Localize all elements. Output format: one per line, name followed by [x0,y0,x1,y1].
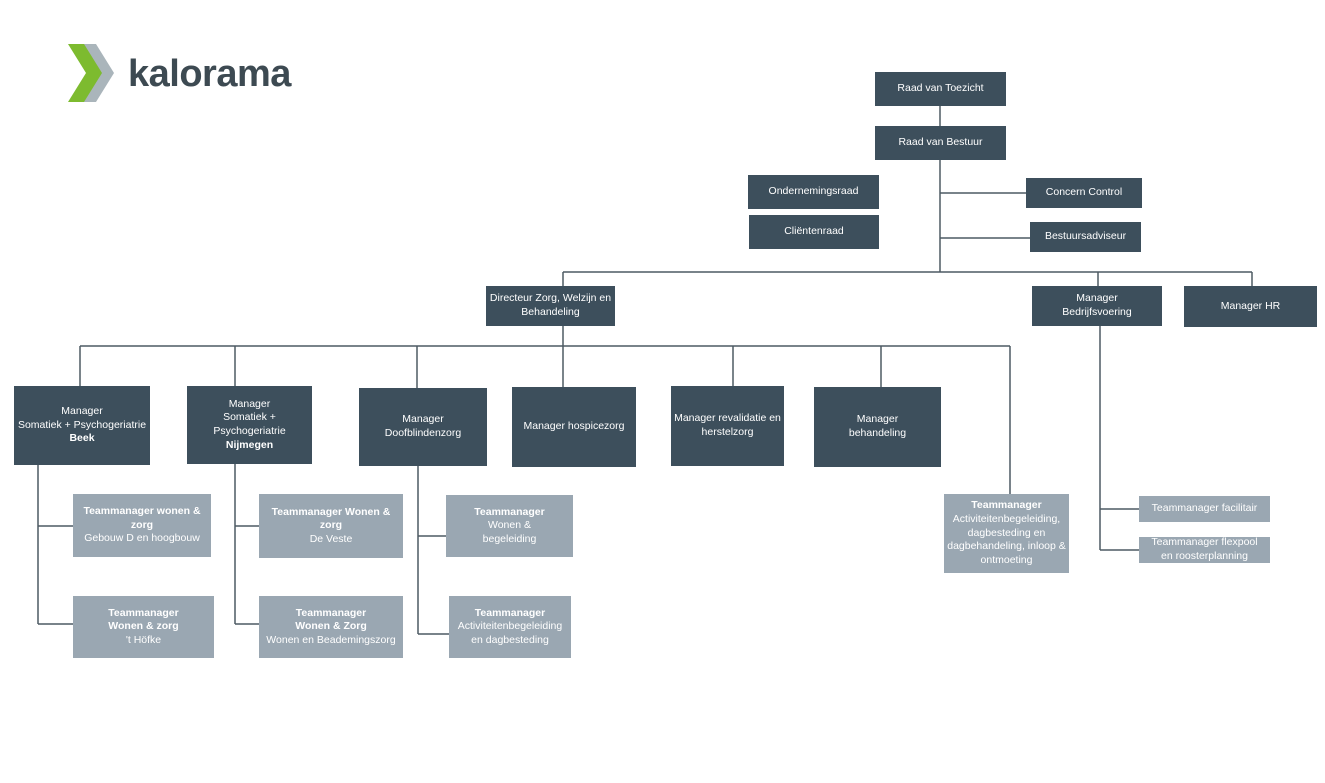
node-label: Teammanager facilitair [1151,502,1258,515]
node-label: Directeur Zorg, Welzijn en [489,292,612,305]
node-ondernemingsraad: Ondernemingsraad [748,175,879,209]
node-label: en dagbesteding [471,633,549,646]
node-label: Teammanager [474,606,546,619]
node-label: herstelzorg [701,426,754,438]
logo-chevron-icon [68,44,114,102]
node-label: en roosterplanning [1161,550,1248,562]
node-label: Concern Control [1045,186,1123,199]
node-label: Doofblindenzorg [384,427,462,439]
node-label: Manager [1076,292,1118,305]
node-label: Teammanager [971,499,1042,512]
node-label: Activiteitenbegeleiding, [952,513,1061,526]
node-label: Wonen & zorg [108,620,179,633]
node-bestuursadviseur: Bestuursadviseur [1030,222,1141,252]
node-label: Bedrijfsvoering [1062,306,1132,318]
node-label: Manager revalidatie en [674,412,781,425]
logo-wordmark: kalorama [128,52,291,95]
node-label: ontmoeting [980,553,1033,566]
node-label: 't Höfke [125,633,162,646]
node-label: zorg [319,519,343,532]
node-manager-hospicezorg: Manager hospicezorg [512,387,636,467]
node-label: Manager [856,413,899,426]
node-concern-control: Concern Control [1026,178,1142,208]
node-label: Nijmegen [225,438,274,451]
kalorama-logo: kalorama [68,44,291,104]
node-label: Wonen & Zorg [295,620,367,633]
node-label: Raad van Toezicht [897,82,984,95]
node-label: Bestuursadviseur [1044,230,1127,243]
node-label: Behandeling [521,306,580,318]
node-label: Somatiek + Psychogeriatrie [17,418,147,431]
node-teammanager-facilitair: Teammanager facilitair [1139,496,1270,522]
node-label: Manager [61,405,103,418]
node-label: Manager [228,397,271,410]
node-label: Manager hospicezorg [523,420,625,433]
node-label: behandeling [848,427,907,439]
node-raad-van-toezicht: Raad van Toezicht [875,72,1006,106]
node-label: Manager HR [1220,299,1281,312]
node-label: De Veste [309,532,353,545]
node-raad-van-bestuur: Raad van Bestuur [875,126,1006,160]
node-label: Wonen en Beademingszorg [266,633,396,646]
node-label: Cliëntenraad [784,225,844,238]
node-label: Ondernemingsraad [768,185,859,198]
node-label: Teammanager [108,606,179,619]
node-label: Somatiek + Psychogeriatrie [213,411,286,437]
node-label: Teammanager flexpool [1151,536,1258,549]
node-manager-hr: Manager HR [1184,286,1317,327]
node-label: dagbesteding en [967,526,1046,539]
node-label: Teammanager Wonen & [271,505,391,518]
node-label: Beek [69,432,95,445]
node-label: dagbehandeling, inloop & [947,540,1066,553]
node-label: Raad van Bestuur [898,136,983,149]
node-label: Activiteitenbegeleiding [457,620,563,633]
node-label: Manager [402,413,444,426]
node-clientenraad: Cliëntenraad [749,215,879,249]
node-label: Teammanager wonen & zorg [83,505,201,531]
node-label: Teammanager [474,505,545,518]
node-label: begeleiding [482,532,537,545]
node-label: Teammanager [295,606,367,619]
node-label: Gebouw D en hoogbouw [84,532,200,545]
node-label: Wonen & [488,519,531,532]
